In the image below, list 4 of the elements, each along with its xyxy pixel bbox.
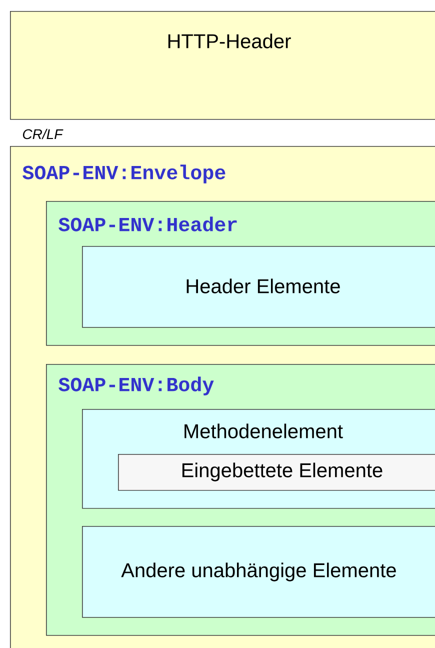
element-box: Header Elemente (82, 246, 435, 328)
element-box: Andere unabhängige Elemente (82, 526, 435, 618)
element-box: Eingebettete Elemente (118, 454, 435, 491)
element-box: HTTP-Header (10, 11, 435, 120)
